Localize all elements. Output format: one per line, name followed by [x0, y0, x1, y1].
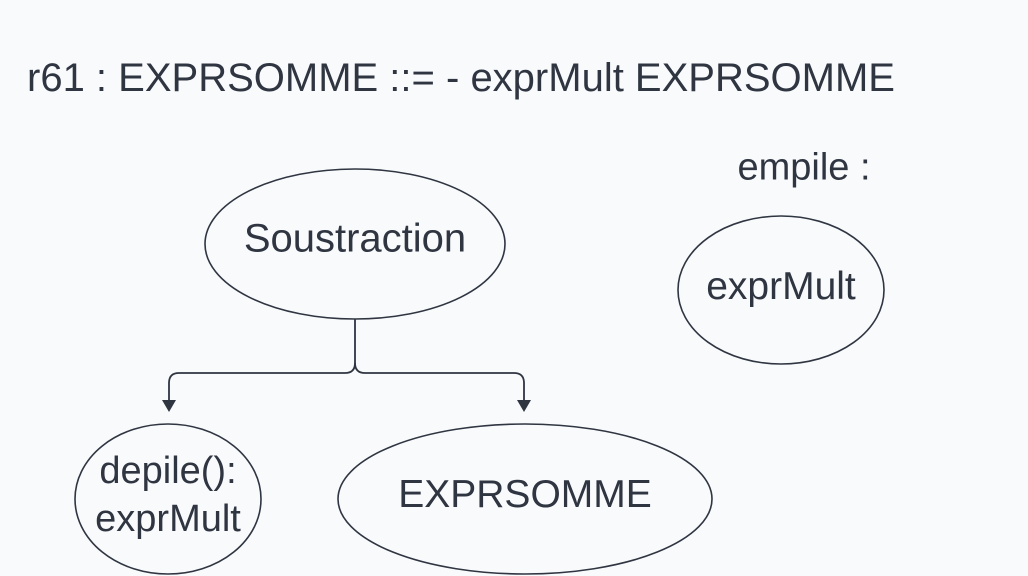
connector-left	[162, 319, 356, 412]
child-node-exprsomme	[337, 423, 713, 575]
stack-heading: empile :	[737, 146, 871, 189]
left-child-line2: exprMult	[95, 498, 241, 540]
stack-item-label: exprMult	[706, 265, 856, 308]
grammar-rule-title: r61 : EXPRSOMME ::= - exprMult EXPRSOMME	[27, 56, 895, 100]
left-child-label: depile(): exprMult	[78, 447, 258, 543]
left-child-line1: depile():	[99, 450, 237, 492]
connector-right	[354, 362, 531, 412]
child-node-depile	[74, 423, 262, 575]
stack-node-exprmult	[677, 215, 885, 365]
root-node-label: Soustraction	[243, 216, 467, 261]
right-child-label: EXPRSOMME	[398, 473, 652, 516]
